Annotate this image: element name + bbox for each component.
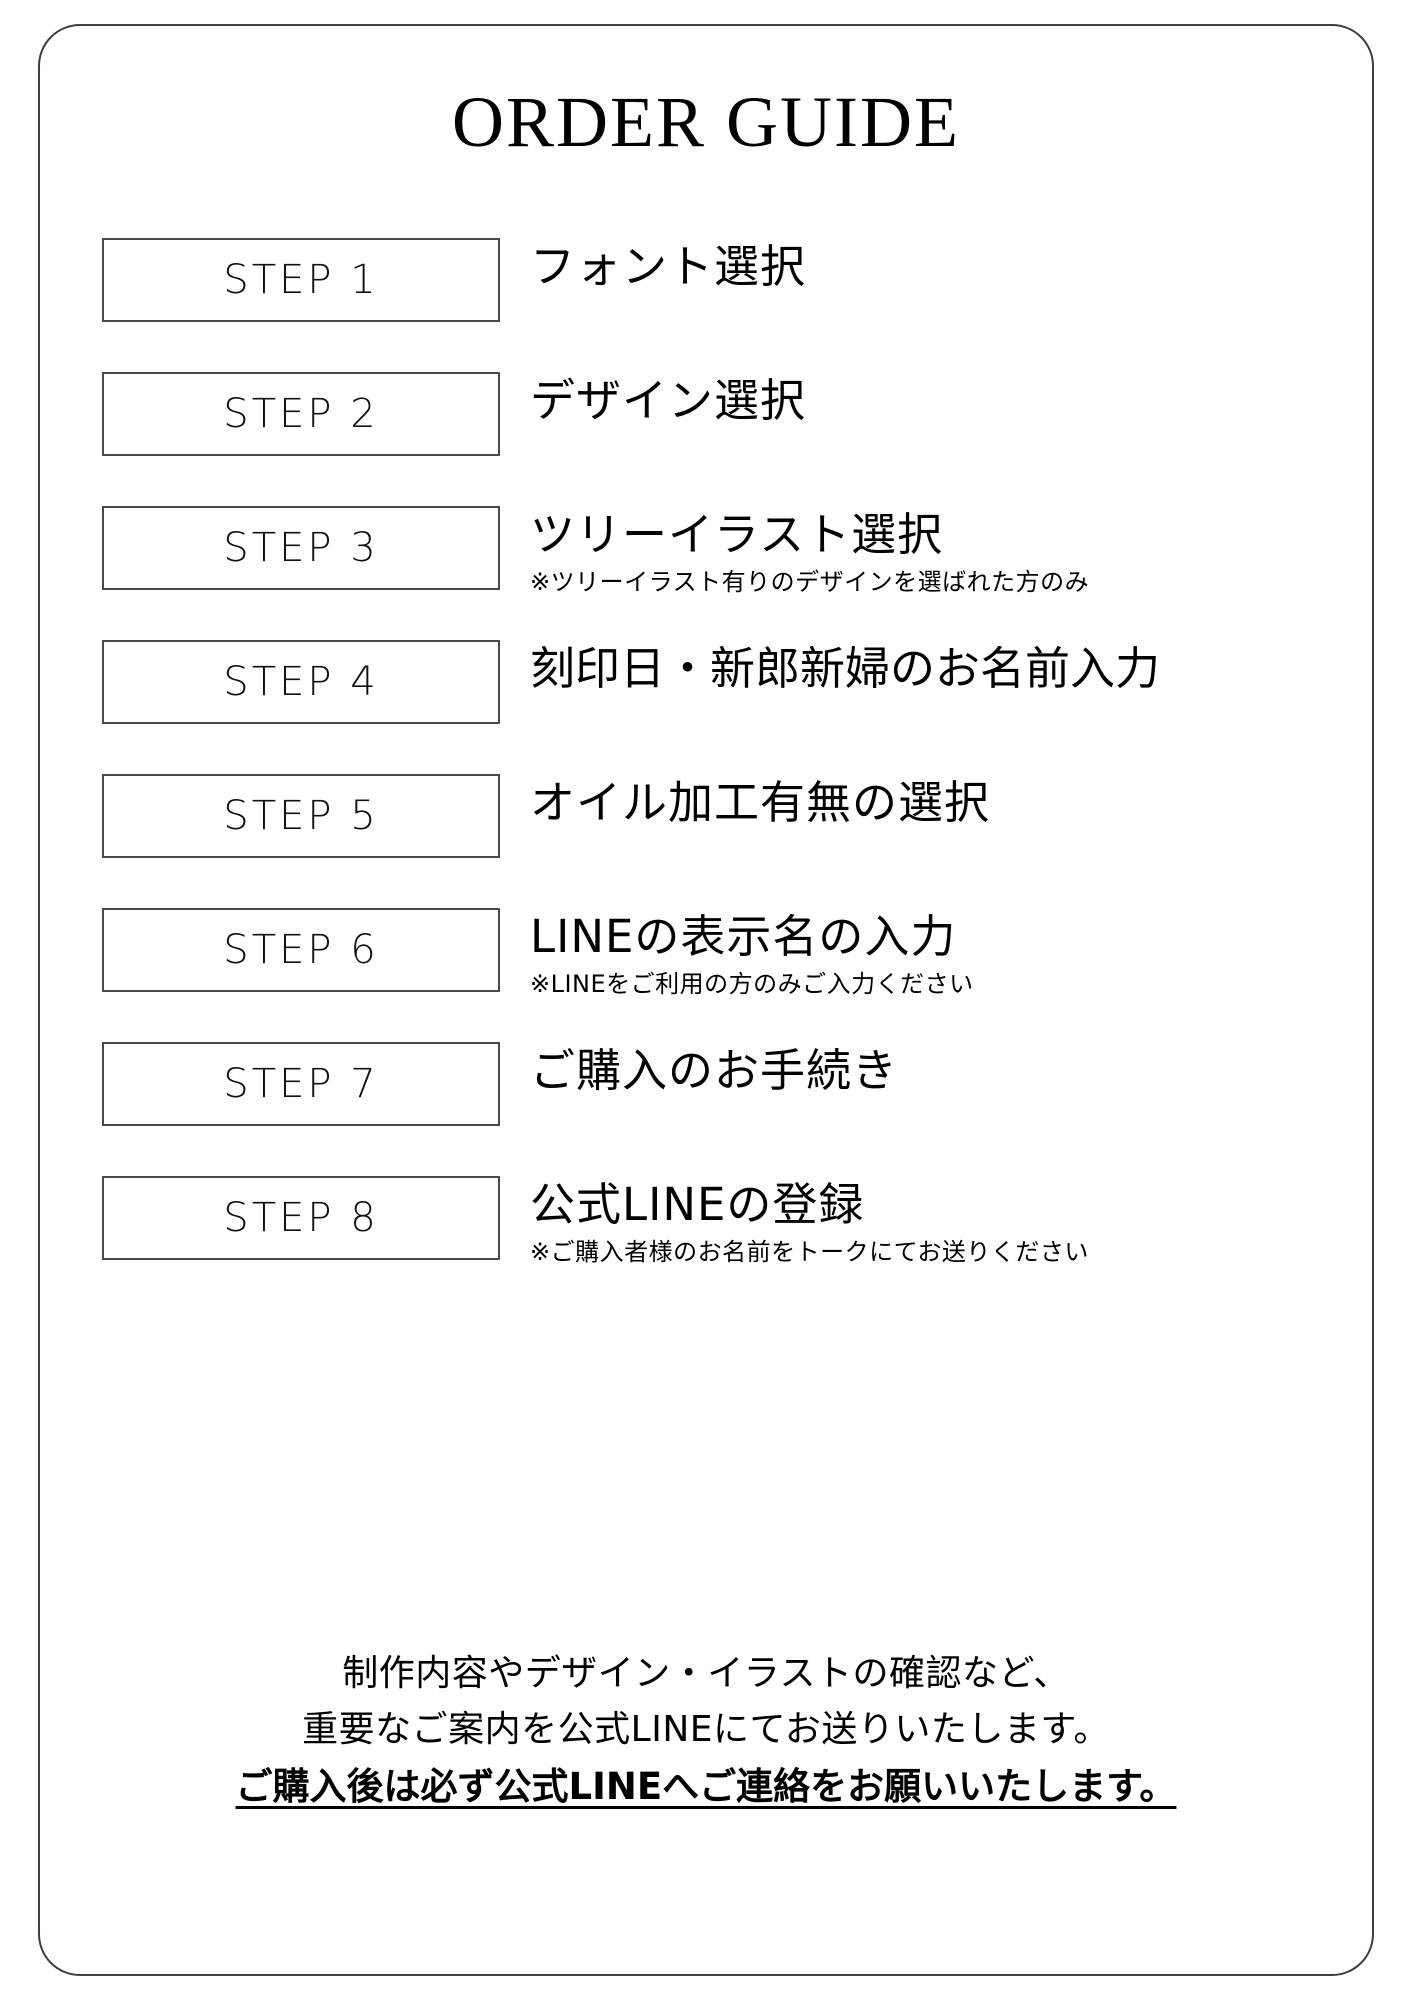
step-description-8: 公式LINEの登録 ※ご購入者様のお名前をトークにてお送りください xyxy=(530,1176,1342,1266)
step-note: ※ご購入者様のお名前をトークにてお送りください xyxy=(530,1238,1089,1266)
step-description-4: 刻印日・新郎新婦のお名前入力 xyxy=(530,640,1342,724)
step-number-box-6: STEP 6 xyxy=(102,908,500,992)
page-title: ORDER GUIDE xyxy=(452,82,960,162)
step-number-box-1: STEP 1 xyxy=(102,238,500,322)
step-description-3: ツリーイラスト選択 ※ツリーイラスト有りのデザインを選ばれた方のみ xyxy=(530,506,1342,596)
step-main-label: デザイン選択 xyxy=(530,374,807,427)
step-description-5: オイル加工有無の選択 xyxy=(530,774,1342,858)
footer-line-3-emphasis: ご購入後は必ず公式LINEへご連絡をお願いいたします。 xyxy=(235,1764,1177,1808)
step-number-label: STEP 2 xyxy=(223,391,379,437)
step-number-label: STEP 8 xyxy=(223,1195,379,1241)
footer-line-2: 重要なご案内を公式LINEにてお送りいたします。 xyxy=(302,1708,1110,1750)
step-main-label: ご購入のお手続き xyxy=(530,1044,899,1097)
step-main-label: 公式LINEの登録 xyxy=(530,1178,865,1231)
step-number-box-3: STEP 3 xyxy=(102,506,500,590)
step-main-label: フォント選択 xyxy=(530,240,807,293)
step-row: STEP 7 ご購入のお手続き xyxy=(40,1020,1372,1154)
step-row: STEP 3 ツリーイラスト選択 ※ツリーイラスト有りのデザインを選ばれた方のみ xyxy=(40,484,1372,618)
step-description-7: ご購入のお手続き xyxy=(530,1042,1342,1126)
step-number-label: STEP 1 xyxy=(223,257,379,303)
step-main-label: オイル加工有無の選択 xyxy=(530,776,991,829)
step-description-6: LINEの表示名の入力 ※LINEをご利用の方のみご入力ください xyxy=(530,908,1342,998)
step-main-label: 刻印日・新郎新婦のお名前入力 xyxy=(530,642,1161,695)
footer-notice: 制作内容やデザイン・イラストの確認など、 重要なご案内を公式LINEにてお送りい… xyxy=(40,1646,1372,1815)
step-number-box-7: STEP 7 xyxy=(102,1042,500,1126)
step-description-1: フォント選択 xyxy=(530,238,1342,322)
step-note: ※ツリーイラスト有りのデザインを選ばれた方のみ xyxy=(530,568,1090,596)
step-number-label: STEP 4 xyxy=(223,659,379,705)
step-row: STEP 4 刻印日・新郎新婦のお名前入力 xyxy=(40,618,1372,752)
step-main-label: LINEの表示名の入力 xyxy=(530,910,957,963)
step-number-label: STEP 6 xyxy=(223,927,379,973)
step-row: STEP 6 LINEの表示名の入力 ※LINEをご利用の方のみご入力ください xyxy=(40,886,1372,1020)
step-row: STEP 2 デザイン選択 xyxy=(40,350,1372,484)
step-row: STEP 8 公式LINEの登録 ※ご購入者様のお名前をトークにてお送りください xyxy=(40,1154,1372,1288)
step-number-box-4: STEP 4 xyxy=(102,640,500,724)
step-note: ※LINEをご利用の方のみご入力ください xyxy=(530,970,974,998)
step-number-label: STEP 3 xyxy=(223,525,379,571)
step-number-box-5: STEP 5 xyxy=(102,774,500,858)
step-number-label: STEP 7 xyxy=(223,1061,379,1107)
step-row: STEP 1 フォント選択 xyxy=(40,216,1372,350)
step-row: STEP 5 オイル加工有無の選択 xyxy=(40,752,1372,886)
step-number-box-2: STEP 2 xyxy=(102,372,500,456)
step-description-2: デザイン選択 xyxy=(530,372,1342,456)
footer-line-1: 制作内容やデザイン・イラストの確認など、 xyxy=(342,1653,1070,1694)
step-number-box-8: STEP 8 xyxy=(102,1176,500,1260)
step-main-label: ツリーイラスト選択 xyxy=(530,508,944,561)
step-number-label: STEP 5 xyxy=(223,793,379,839)
order-guide-card: ORDER GUIDE STEP 1 フォント選択 STEP 2 デザイン選択 … xyxy=(38,24,1374,1976)
